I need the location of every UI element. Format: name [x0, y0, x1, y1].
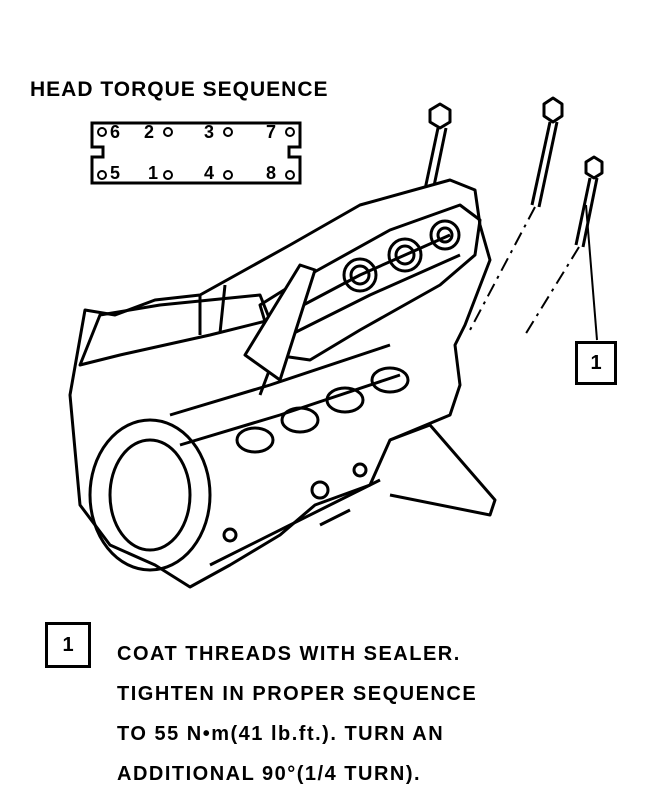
callout-marker: 1	[575, 341, 617, 385]
diagram-title: HEAD TORQUE SEQUENCE	[30, 78, 329, 101]
head-bolt-3-shaft	[524, 155, 604, 336]
note-text: COAT THREADS WITH SEALER. TIGHTEN IN PRO…	[117, 634, 477, 794]
gasket-outline	[90, 121, 302, 185]
sequence-number-1: 1	[148, 163, 159, 183]
engine-block-illustration	[68, 102, 497, 589]
note-line-4: ADDITIONAL 90°(1/4 TURN).	[117, 763, 422, 785]
note-line-1: COAT THREADS WITH SEALER.	[117, 643, 461, 665]
sequence-number-8: 8	[266, 163, 277, 183]
sequence-number-6: 6	[110, 122, 121, 142]
sequence-number-3: 3	[204, 122, 215, 142]
head-bolt-2-shaft	[469, 96, 564, 331]
note-line-2: TIGHTEN IN PROPER SEQUENCE	[117, 683, 478, 705]
note-line-3: TO 55 N•m(41 lb.ft.). TURN AN	[117, 723, 445, 745]
sequence-number-7: 7	[266, 122, 277, 142]
torque-sequence-gasket: 6 2 3 7 5 1 4 8	[86, 117, 308, 189]
sequence-number-2: 2	[144, 122, 155, 142]
sequence-number-4: 4	[204, 163, 215, 183]
note-number-box: 1	[45, 622, 91, 668]
sequence-number-5: 5	[110, 163, 121, 183]
callout-leader-line	[585, 204, 598, 341]
